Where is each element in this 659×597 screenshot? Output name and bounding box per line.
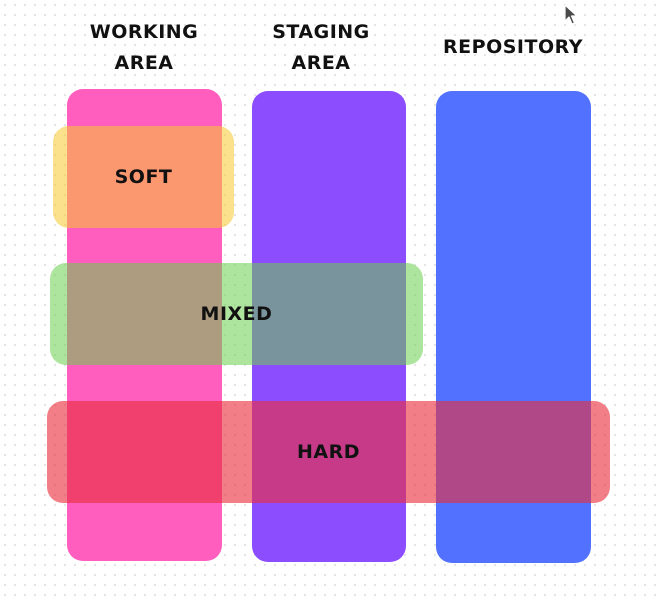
working-area-header-line1: WORKING bbox=[89, 21, 199, 43]
staging-area-header-line2: AREA bbox=[291, 52, 351, 74]
soft-reset-label: SOFT bbox=[114, 166, 173, 188]
working-area-header: WORKING AREA bbox=[59, 17, 229, 79]
repository-header-line1: REPOSITORY bbox=[443, 36, 583, 58]
hard-reset-band: HARD bbox=[47, 401, 610, 503]
working-area-header-line2: AREA bbox=[114, 52, 174, 74]
mixed-reset-band: MIXED bbox=[50, 263, 423, 365]
soft-reset-band: SOFT bbox=[53, 126, 234, 228]
hard-reset-label: HARD bbox=[296, 441, 360, 463]
repository-header: REPOSITORY bbox=[418, 32, 608, 63]
staging-area-header-line1: STAGING bbox=[272, 21, 370, 43]
mixed-reset-label: MIXED bbox=[200, 303, 273, 325]
staging-area-header: STAGING AREA bbox=[236, 17, 406, 79]
mouse-pointer-icon bbox=[564, 4, 578, 25]
